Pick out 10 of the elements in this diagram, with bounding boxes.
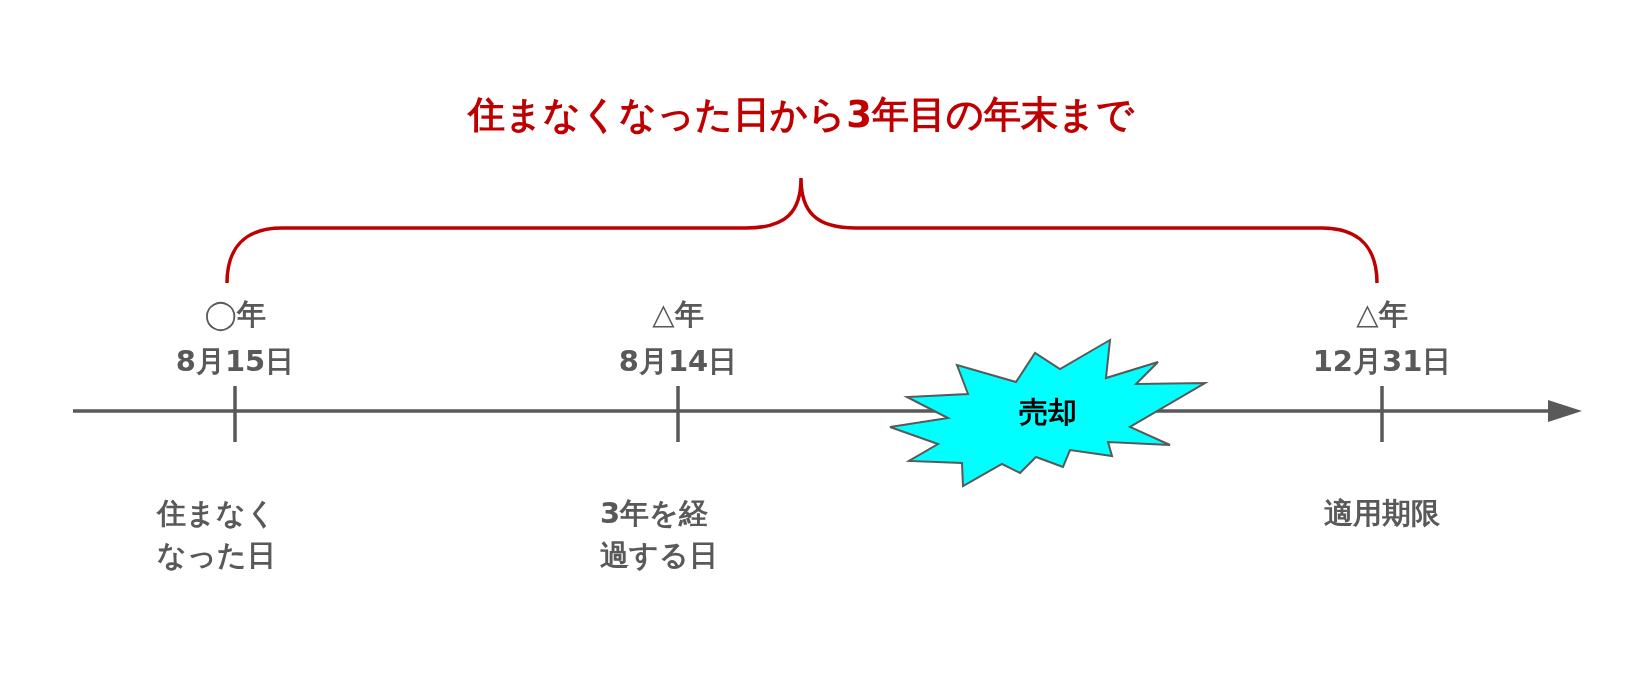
event-label: 適用期限 [1324,495,1440,532]
event-label: 3年を経過する日 [600,495,719,574]
date-label: 8月14日 [618,343,738,380]
date-label: 12月31日 [1312,343,1452,380]
year-label: ◯年 [204,296,266,334]
year-label: △年 [1356,296,1408,333]
date-label: 8月15日 [175,343,295,380]
year-label: △年 [652,296,704,333]
brace-label: 住まなくなった日から3年目の年末まで [468,92,1134,138]
event-label: 住まなくなった日 [157,495,277,574]
